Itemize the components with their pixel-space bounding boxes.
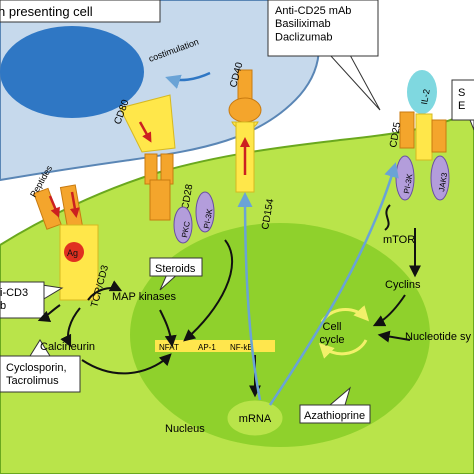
pi3k-right-label: PI-3K (402, 172, 414, 194)
callout-line: cycle (319, 334, 344, 346)
apc-nucleus (0, 26, 144, 118)
ag-marker (64, 242, 84, 262)
mrna-label: mRNA (239, 413, 272, 425)
mrna-oval (226, 399, 284, 437)
transcription-factors: NFAT AP-1 NF-kB (155, 340, 275, 352)
callout-line: Cyclosporin, (6, 362, 67, 374)
nfkb-label: NF-kB (230, 343, 253, 352)
nucleus-label: Nucleus (165, 423, 205, 435)
map-kinases-label: MAP kinases (112, 291, 176, 303)
callout-azathioprine: Azathioprine (299, 386, 371, 424)
steroids-label: Steroids (155, 263, 196, 275)
cd25-complex: IL-2 (399, 70, 447, 161)
apc-title: n presenting cell (0, 4, 93, 19)
apc-title-box (0, 0, 161, 23)
callout-line: i-CD3 (0, 287, 28, 299)
pi3k-left-label: PI-3K (202, 207, 214, 229)
cyclins-label: Cyclins (385, 279, 421, 291)
cd25-label: CD25 (388, 121, 403, 149)
jak3-oval (430, 155, 450, 201)
costimulation-arrow (165, 71, 211, 89)
blue-arrows (237, 162, 399, 406)
callout-line: S (458, 87, 465, 99)
callout-steroids: Steroids (149, 257, 203, 291)
mtor-label: mTOR (383, 234, 415, 246)
callout-line: Daclizumab (275, 31, 332, 43)
il2-label: IL-2 (419, 88, 432, 105)
ag-label: Ag (67, 248, 78, 258)
azathioprine-label: Azathioprine (304, 410, 365, 422)
cd40-cd154-complex (228, 69, 262, 193)
cd28-label: CD28 (180, 183, 195, 211)
svg-text:Cyclosporin,Tacrolimus: Cyclosporin,Tacrolimus (6, 362, 67, 387)
cd80-cd28-complex (119, 94, 176, 221)
pi3k-left-oval (195, 191, 215, 233)
nucleus (130, 223, 430, 447)
callout-line: Basiliximab (275, 18, 331, 30)
callout-line: Anti-CD25 mAb (275, 5, 351, 17)
il2-oval (407, 70, 437, 114)
cd154-label: CD154 (260, 198, 276, 231)
tcr-complex: Ag (33, 184, 99, 301)
nfat-label: NFAT (159, 343, 179, 352)
callout-line: b (0, 300, 6, 312)
callout-cyclosporin: Cyclosporin,Tacrolimus (0, 339, 81, 393)
nucleotide-label: Nucleotide sy (405, 331, 472, 343)
svg-text:SE: SE (458, 87, 465, 112)
callout-line: E (458, 100, 465, 112)
ap1-label: AP-1 (198, 343, 216, 352)
calcineurin-label: Calcineurin (40, 341, 95, 353)
callout-line: Tacrolimus (6, 375, 59, 387)
callout-line: Cell (323, 321, 342, 333)
pkc-oval (173, 206, 193, 244)
jak3-label: JAK3 (437, 171, 449, 192)
pkc-label: PKC (180, 220, 192, 238)
